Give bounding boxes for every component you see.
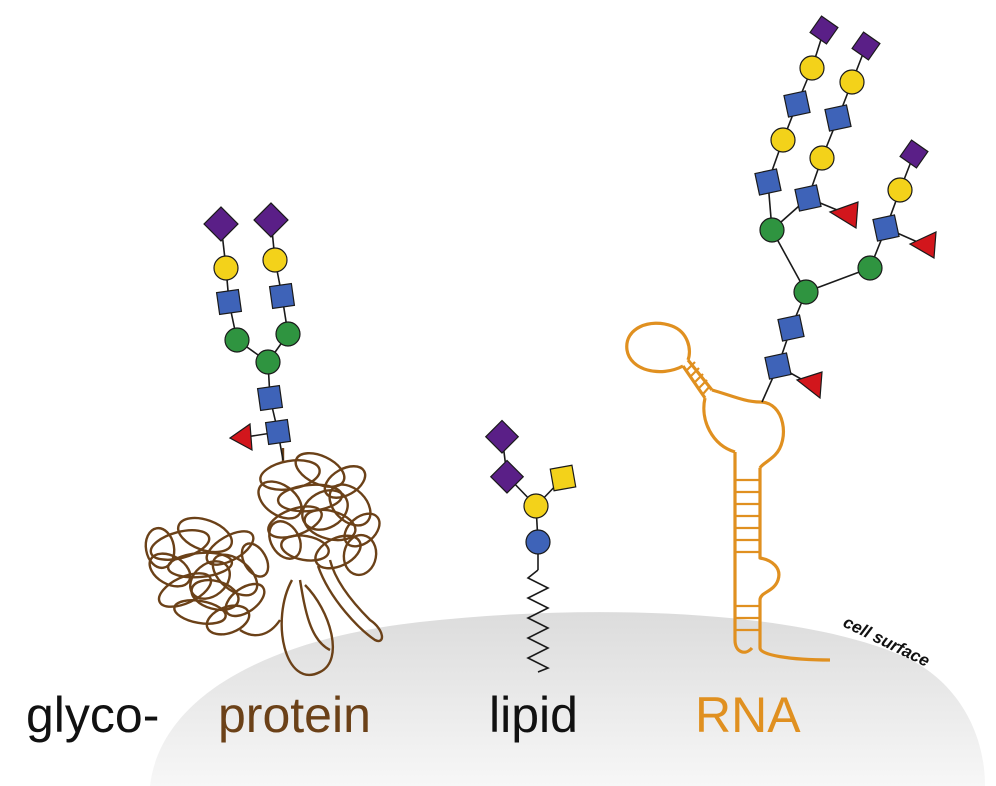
galactose-icon bbox=[799, 55, 825, 81]
glcnac-icon bbox=[777, 314, 805, 342]
sialic-acid-icon bbox=[484, 419, 520, 454]
glcnac-icon bbox=[783, 90, 811, 118]
mannose-icon bbox=[224, 327, 250, 353]
glcnac-icon bbox=[754, 168, 782, 196]
protein-glycan bbox=[203, 202, 301, 452]
glcnac-icon bbox=[794, 184, 822, 212]
glcnac-icon bbox=[215, 288, 243, 316]
sialic-acid-icon bbox=[809, 15, 839, 45]
mannose-icon bbox=[857, 255, 883, 281]
galactose-icon bbox=[523, 493, 549, 519]
lipid-glycan bbox=[484, 419, 577, 555]
galactose-square-icon bbox=[549, 464, 577, 492]
glcnac-icon bbox=[824, 104, 852, 132]
protein-backbone bbox=[144, 448, 384, 676]
lipid-label: lipid bbox=[489, 687, 578, 743]
rna-base-pairs bbox=[686, 361, 760, 632]
glyco-prefix-label: glyco- bbox=[26, 687, 159, 743]
mannose-icon bbox=[275, 321, 301, 347]
galactose-icon bbox=[262, 247, 288, 273]
fucose-icon bbox=[228, 422, 253, 452]
lipid-tail bbox=[526, 569, 550, 673]
protein-label: protein bbox=[218, 687, 371, 743]
glcnac-icon bbox=[256, 384, 284, 412]
mannose-icon bbox=[759, 217, 785, 243]
glucose-icon bbox=[525, 529, 551, 555]
glcnac-icon bbox=[268, 282, 296, 310]
galactose-icon bbox=[770, 127, 796, 153]
fucose-icon bbox=[795, 371, 823, 400]
fucose-icon bbox=[828, 201, 859, 230]
glcnac-icon bbox=[264, 418, 292, 446]
sialic-acid-icon bbox=[203, 206, 239, 242]
rna-strand bbox=[625, 321, 831, 662]
rna-label: RNA bbox=[695, 687, 801, 743]
glcnac-icon bbox=[764, 352, 792, 380]
fucose-icon bbox=[908, 231, 937, 260]
sialic-acid-icon bbox=[899, 139, 929, 169]
mannose-icon bbox=[793, 279, 819, 305]
glcnac-icon bbox=[872, 214, 900, 242]
sialic-acid-icon bbox=[489, 459, 525, 494]
sialic-acid-icon bbox=[851, 31, 881, 61]
galactose-icon bbox=[887, 177, 913, 203]
sialic-acid-icon bbox=[253, 202, 289, 238]
galactose-icon bbox=[839, 69, 865, 95]
galactose-icon bbox=[213, 255, 239, 281]
mannose-icon bbox=[255, 349, 281, 375]
rna-glycan bbox=[754, 15, 937, 400]
galactose-icon bbox=[809, 145, 835, 171]
